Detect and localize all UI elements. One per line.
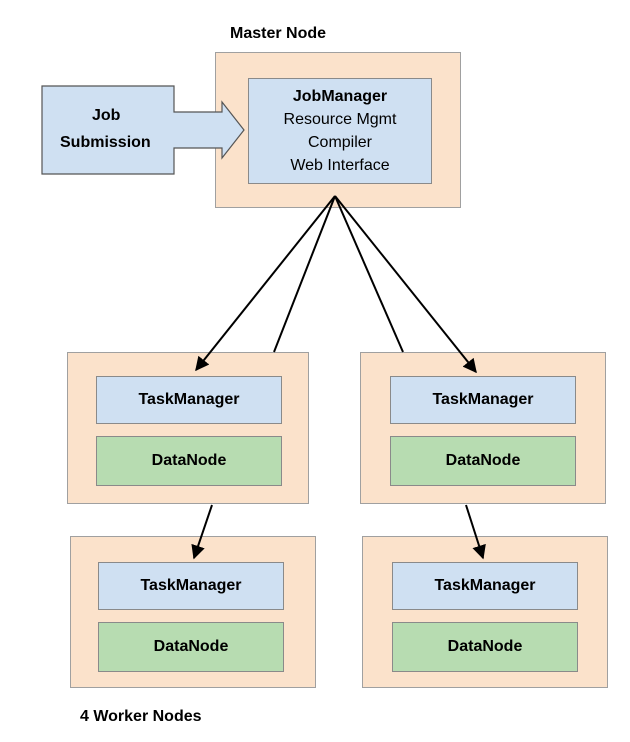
worker-2-datanode: DataNode [390, 436, 576, 486]
arrow-to-worker-4 [465, 504, 486, 560]
worker-nodes-caption: 4 Worker Nodes [80, 708, 202, 725]
worker-4-datanode-label: DataNode [447, 638, 523, 655]
worker-1-datanode-label: DataNode [151, 452, 227, 469]
worker-1-datanode: DataNode [96, 436, 282, 486]
jobmanager-title: JobManager [292, 88, 388, 105]
worker-1-taskmanager-label: TaskManager [138, 391, 240, 408]
worker-2-datanode-label: DataNode [445, 452, 521, 469]
jobmanager-line-compiler: Compiler [307, 134, 372, 151]
job-submission-label-2: Submission [60, 134, 151, 151]
worker-2-taskmanager-label: TaskManager [432, 391, 534, 408]
master-node-title: Master Node [230, 25, 327, 42]
line-jm-to-worker-3 [273, 195, 336, 353]
worker-1-taskmanager: TaskManager [96, 376, 282, 424]
arrow-to-worker-3 [191, 504, 213, 560]
worker-4-taskmanager-label: TaskManager [434, 577, 536, 594]
worker-2-taskmanager: TaskManager [390, 376, 576, 424]
line-jm-to-worker-4 [334, 195, 404, 353]
jobmanager-line-resource: Resource Mgmt [283, 111, 397, 128]
arrow-jm-to-worker-1 [195, 195, 336, 372]
worker-4-taskmanager: TaskManager [392, 562, 578, 610]
worker-3-datanode-label: DataNode [153, 638, 229, 655]
worker-3-taskmanager-label: TaskManager [140, 577, 242, 594]
jobmanager-line-web: Web Interface [290, 157, 390, 174]
worker-3-taskmanager: TaskManager [98, 562, 284, 610]
jobmanager-box: JobManager Resource Mgmt Compiler Web In… [248, 78, 432, 184]
arrow-jm-to-worker-2 [334, 195, 477, 374]
job-submission-label-1: Job [92, 107, 121, 124]
worker-4-datanode: DataNode [392, 622, 578, 672]
worker-3-datanode: DataNode [98, 622, 284, 672]
